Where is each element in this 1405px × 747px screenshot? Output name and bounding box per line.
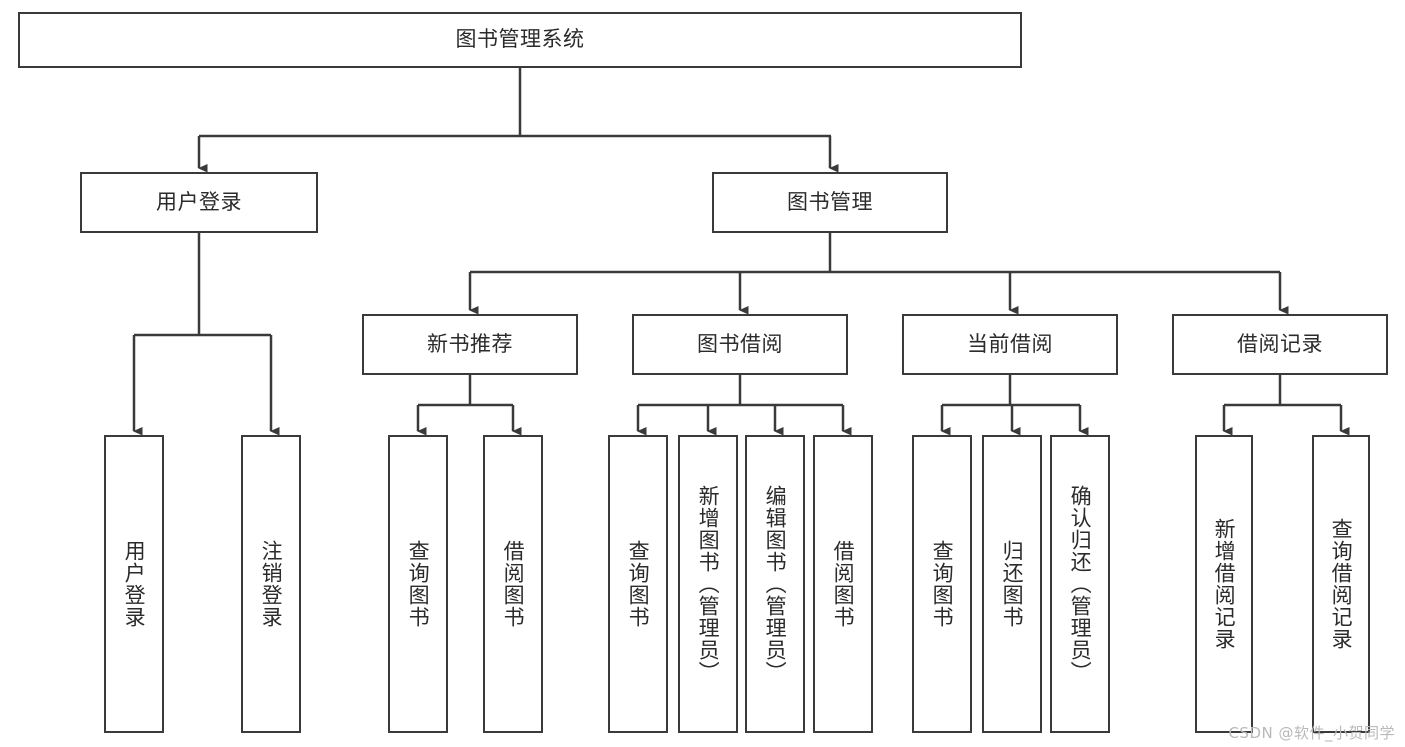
node-leaf-1[interactable]: 注销登录 xyxy=(241,435,301,733)
node-root-label: 图书管理系统 xyxy=(455,27,585,52)
node-leaf-9[interactable]: 归还图书 xyxy=(982,435,1042,733)
node-leaf-3[interactable]: 借阅图书 xyxy=(483,435,543,733)
node-leaf-8-label: 查询图书 xyxy=(930,540,955,628)
node-leaf-11-label: 新增借阅记录 xyxy=(1212,518,1237,650)
node-leaf-0[interactable]: 用户登录 xyxy=(104,435,164,733)
node-leaf-0-label: 用户登录 xyxy=(122,540,147,628)
node-level2-3[interactable]: 借阅记录 xyxy=(1172,314,1388,375)
node-level1-1[interactable]: 图书管理 xyxy=(712,172,948,233)
node-leaf-2[interactable]: 查询图书 xyxy=(388,435,448,733)
node-leaf-4[interactable]: 查询图书 xyxy=(608,435,668,733)
node-level1-0-label: 用户登录 xyxy=(156,189,242,214)
node-level2-1[interactable]: 图书借阅 xyxy=(632,314,848,375)
node-level2-3-label: 借阅记录 xyxy=(1237,331,1323,356)
node-level1-1-label: 图书管理 xyxy=(787,189,873,214)
node-leaf-11[interactable]: 新增借阅记录 xyxy=(1195,435,1253,733)
node-leaf-3-label: 借阅图书 xyxy=(501,540,526,628)
node-level2-0-label: 新书推荐 xyxy=(427,331,513,356)
node-level2-2[interactable]: 当前借阅 xyxy=(902,314,1118,375)
node-leaf-12-label: 查询借阅记录 xyxy=(1329,518,1354,650)
node-leaf-1-label: 注销登录 xyxy=(259,540,284,628)
node-leaf-4-label: 查询图书 xyxy=(626,540,651,628)
node-leaf-6-label: 编辑图书（管理员） xyxy=(763,485,788,683)
node-level2-2-label: 当前借阅 xyxy=(967,331,1053,356)
node-level1-0[interactable]: 用户登录 xyxy=(80,172,318,233)
node-leaf-10[interactable]: 确认归还（管理员） xyxy=(1050,435,1110,733)
node-leaf-8[interactable]: 查询图书 xyxy=(912,435,972,733)
node-leaf-9-label: 归还图书 xyxy=(1000,540,1025,628)
node-leaf-5-label: 新增图书（管理员） xyxy=(696,485,721,683)
node-leaf-10-label: 确认归还（管理员） xyxy=(1068,485,1093,683)
node-leaf-7[interactable]: 借阅图书 xyxy=(813,435,873,733)
node-leaf-2-label: 查询图书 xyxy=(406,540,431,628)
node-leaf-12[interactable]: 查询借阅记录 xyxy=(1312,435,1370,733)
node-leaf-6[interactable]: 编辑图书（管理员） xyxy=(745,435,805,733)
node-level2-1-label: 图书借阅 xyxy=(697,331,783,356)
csdn-watermark: CSDN @软件_小贺同学 xyxy=(1228,724,1395,742)
node-root[interactable]: 图书管理系统 xyxy=(18,12,1022,68)
node-leaf-5[interactable]: 新增图书（管理员） xyxy=(678,435,738,733)
node-leaf-7-label: 借阅图书 xyxy=(831,540,856,628)
node-level2-0[interactable]: 新书推荐 xyxy=(362,314,578,375)
